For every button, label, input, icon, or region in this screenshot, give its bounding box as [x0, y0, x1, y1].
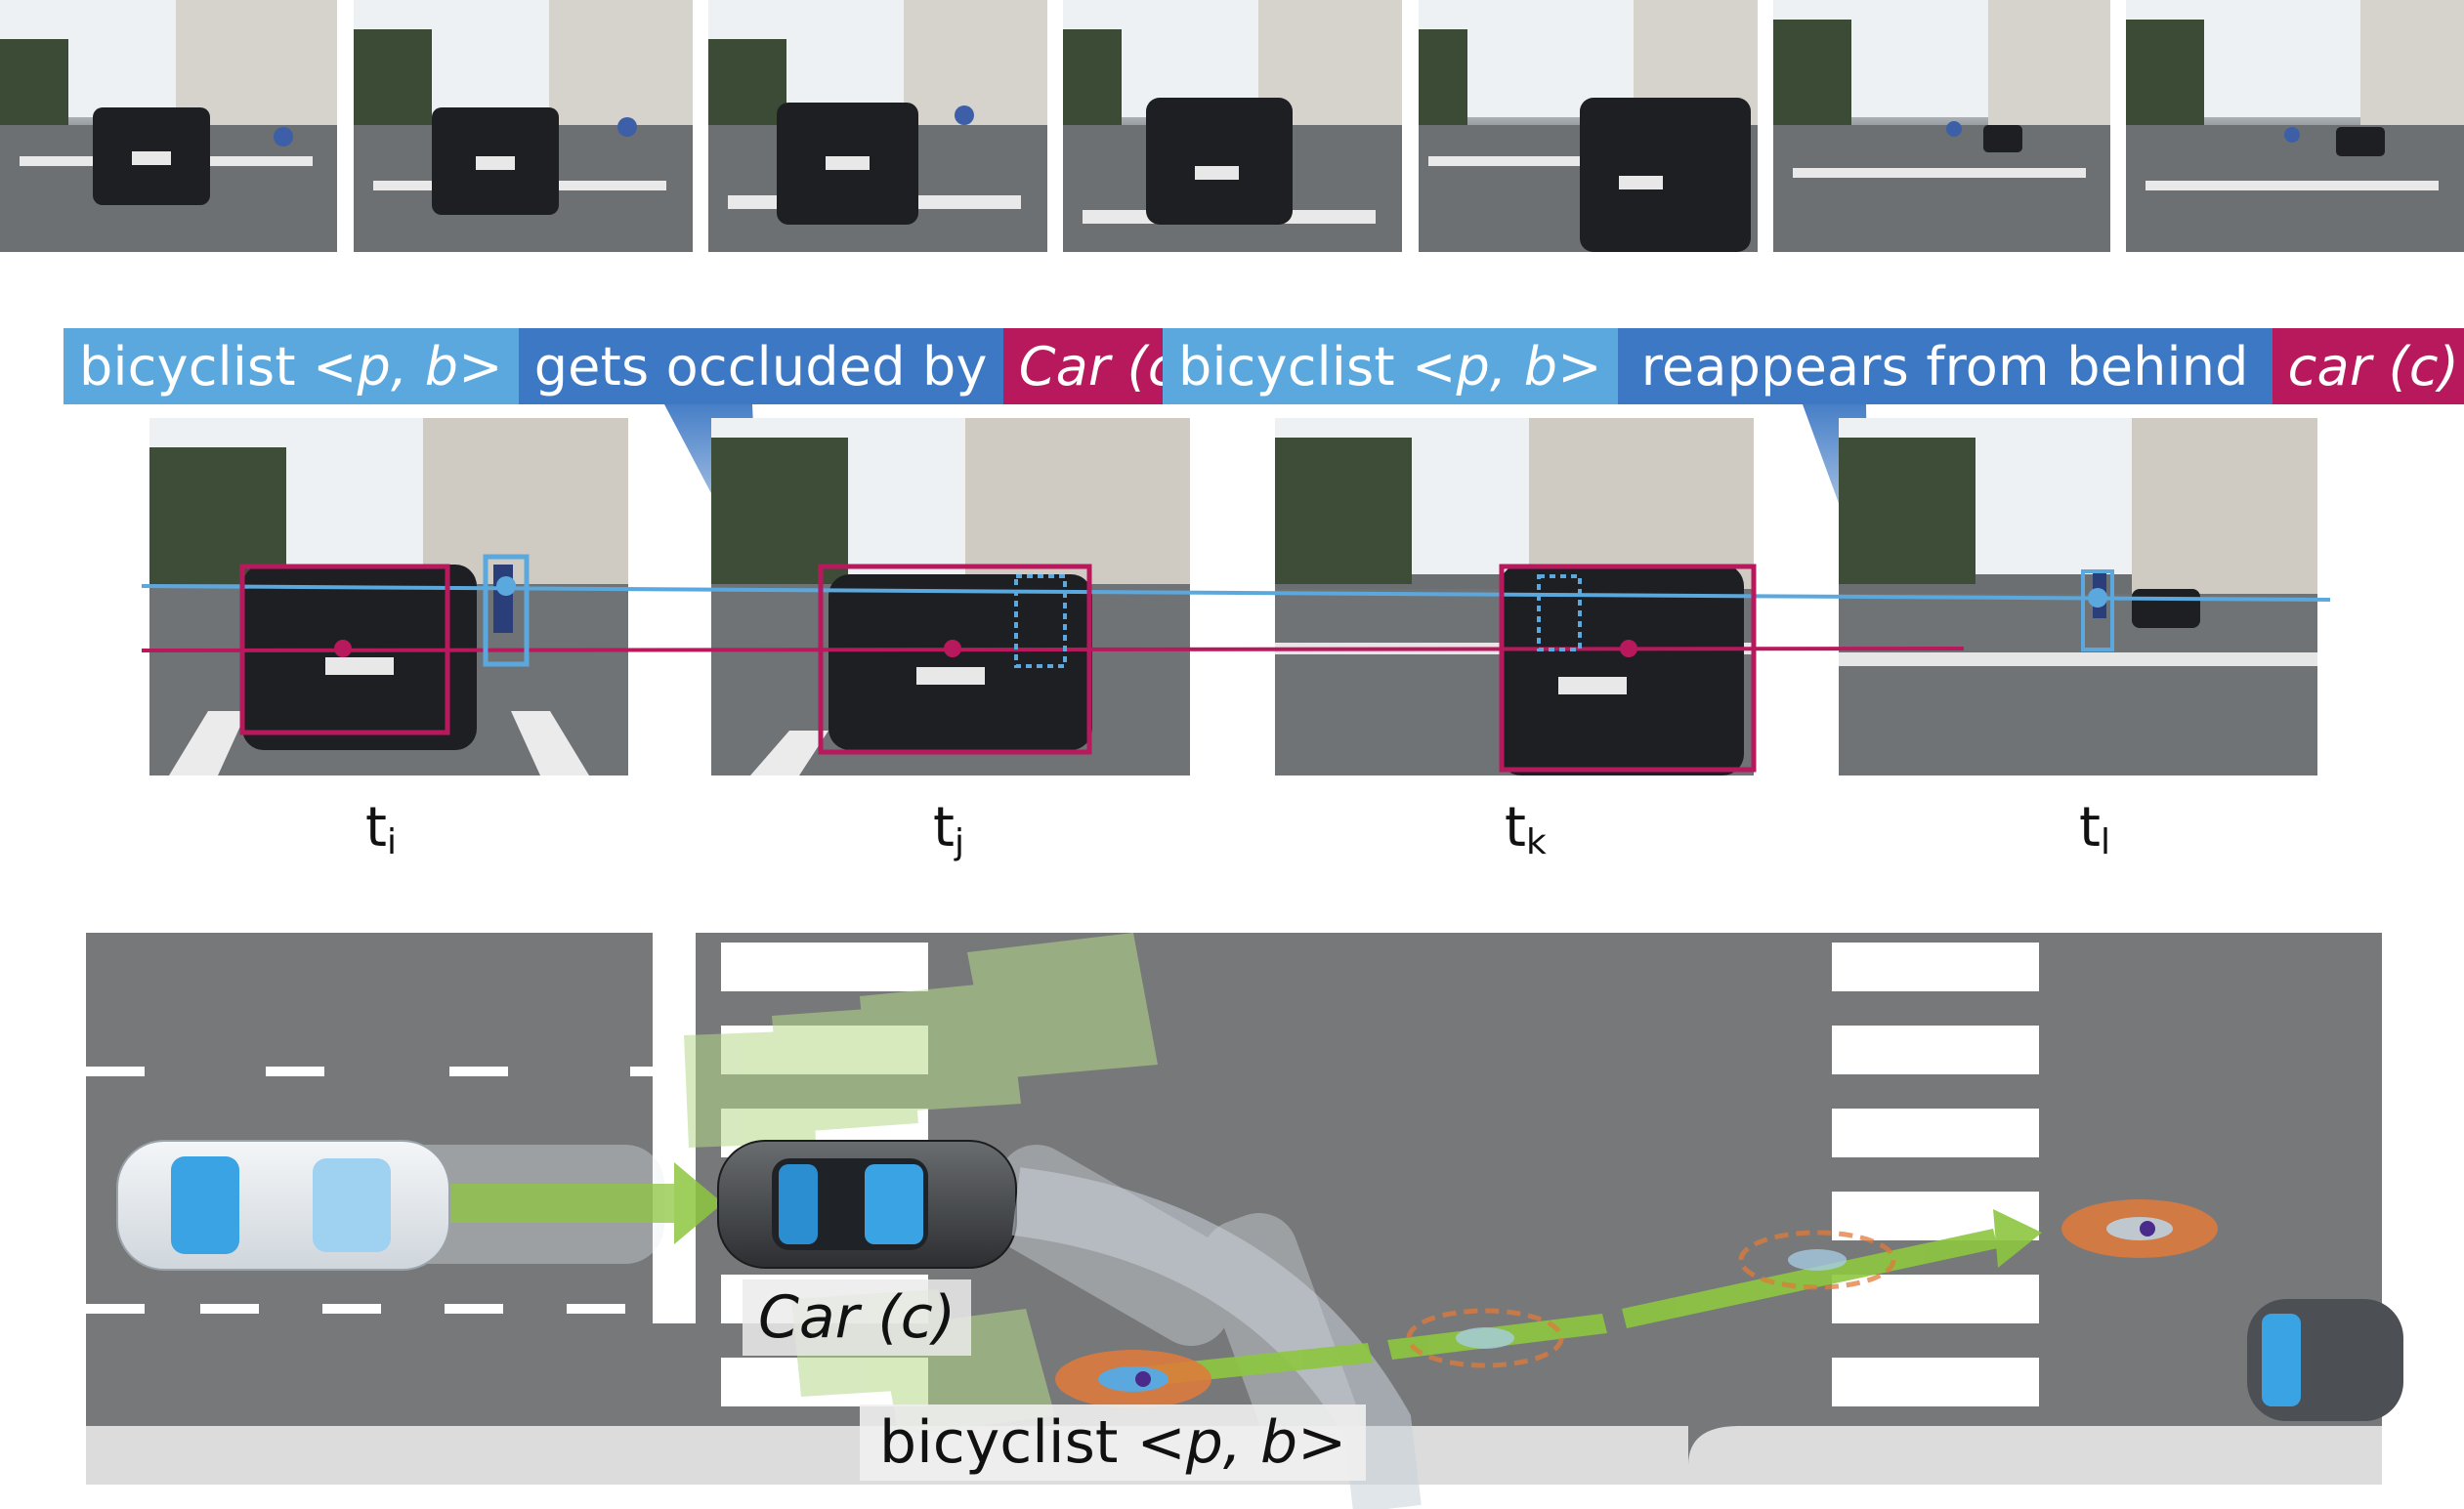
bicyclist-box-tl — [2081, 569, 2114, 651]
car-center-tj — [944, 640, 961, 657]
car-edge-right — [2247, 1289, 2464, 1426]
caption-verb: gets occluded by — [518, 328, 1003, 404]
caption-subject: bicyclist <p, b> — [64, 328, 519, 404]
car-track-line — [141, 647, 1965, 652]
bicyclist-label: bicyclist <p, b> — [860, 1404, 1367, 1481]
bicyclist-marker-2 — [1406, 1308, 1564, 1368]
top-down-scene — [86, 933, 2464, 1509]
car-current — [717, 1140, 1017, 1269]
verb-text: gets occluded by — [533, 335, 988, 398]
bicyclist-box-tj — [1014, 574, 1067, 668]
lane-dashes-top — [86, 1067, 689, 1076]
caption-object: car (c) — [2272, 328, 2464, 404]
subject-text: bicyclist — [79, 335, 296, 398]
filmstrip — [0, 0, 2464, 254]
object-text: car (c) — [2287, 335, 2460, 398]
bicyclist-center-tl — [2088, 588, 2107, 608]
frame-tj — [711, 418, 1190, 775]
car-prediction-fan — [684, 933, 1158, 1436]
caption-subject: bicyclist <p, b> — [1163, 328, 1618, 404]
bicyclist-marker-3 — [1738, 1230, 1896, 1290]
caption-verb: reappears from behind — [1617, 328, 2273, 404]
subject-text: bicyclist — [1178, 335, 1395, 398]
tracking-overlay — [141, 554, 2331, 773]
film-frame-2 — [354, 0, 693, 252]
bicyclist-center-ti — [496, 576, 516, 596]
frame-ti — [149, 418, 628, 775]
car-box-tk — [1499, 564, 1757, 773]
car-future-path — [1011, 1167, 1422, 1509]
subject-args: <p, b> — [1412, 335, 1602, 398]
film-frame-7 — [2126, 0, 2464, 252]
timestep-label-tk: tk — [1505, 796, 1547, 862]
bicyclist-track-line — [141, 584, 2331, 602]
car-box-tj — [818, 564, 1092, 755]
caption-occluded: bicyclist <p, b> gets occluded by Car (c… — [64, 328, 1214, 404]
lane-dashes-bottom — [86, 1304, 625, 1314]
timestep-label-ti: ti — [365, 796, 397, 862]
crosswalk-right — [1832, 943, 2039, 1406]
timestep-label-tj: tj — [933, 796, 964, 862]
bicyclist-box-tk — [1537, 574, 1582, 651]
car-box-ti — [239, 564, 450, 735]
verb-text: reappears from behind — [1640, 335, 2249, 398]
film-frame-1 — [0, 0, 337, 252]
caption-reappears: bicyclist <p, b> reappears from behind c… — [1163, 328, 2464, 404]
bicyclist-marker-1 — [1055, 1350, 1211, 1408]
car-label: Car (c) — [743, 1279, 972, 1356]
film-frame-4 — [1063, 0, 1402, 252]
timestep-label-tl: tl — [2079, 796, 2110, 862]
subject-args: <p, b> — [313, 335, 503, 398]
car-center-ti — [334, 640, 352, 657]
car-start — [116, 1140, 450, 1271]
sidewalk-corner — [1688, 1426, 2382, 1485]
film-frame-6 — [1773, 0, 2110, 252]
film-frame-5 — [1419, 0, 1758, 252]
bicyclist-box-ti — [483, 554, 530, 667]
car-center-tk — [1620, 640, 1637, 657]
film-frame-3 — [708, 0, 1047, 252]
bicyclist-marker-4 — [2061, 1199, 2218, 1258]
